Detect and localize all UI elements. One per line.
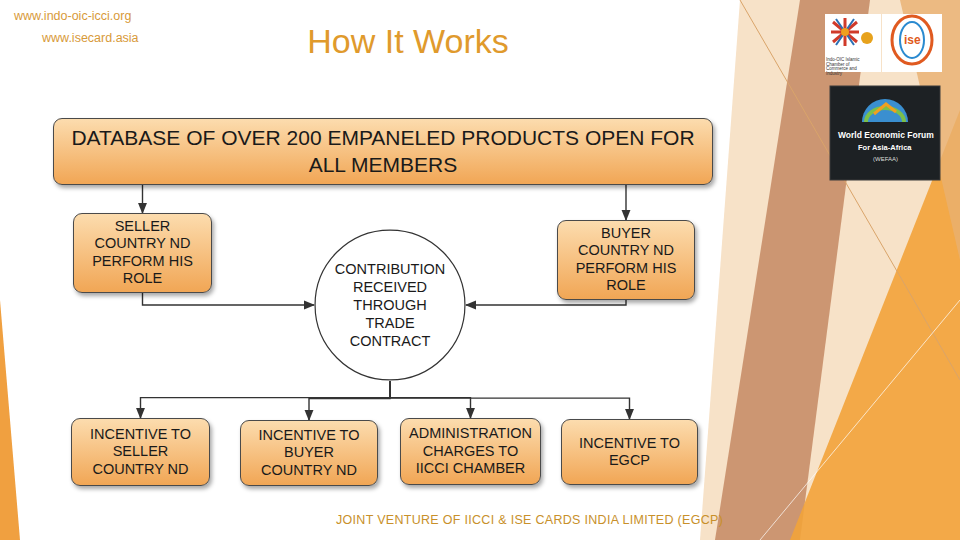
node-text: ADMINISTRATION CHARGES TO IICCI CHAMBER <box>407 425 534 477</box>
incentive-box: INCENTIVE TO BUYER COUNTRY ND <box>240 420 378 486</box>
globe <box>866 108 904 122</box>
ise-logo <box>900 22 924 58</box>
ise-logo <box>892 16 932 64</box>
flow-arrow <box>390 381 630 419</box>
logo-text: ise <box>904 33 921 47</box>
circle-outline <box>315 230 465 380</box>
contract-circle: CONTRIBUTION RECEIVED THROUGH TRADE CONT… <box>314 229 466 381</box>
logo-text: World Economic Forum <box>838 130 934 140</box>
node-text: INCENTIVE TO EGCP <box>568 435 691 470</box>
corner-shape <box>0 300 20 540</box>
flow-arrow <box>141 381 391 418</box>
node-text: DATABASE OF OVER 200 EMPANELED PRODUCTS … <box>68 125 698 178</box>
globe <box>874 104 896 114</box>
logo-text: Indo-OIC Islamic Chamber of Commerce and… <box>826 58 866 76</box>
slide-caption: JOINT VENTURE OF IICCI & ISE CARDS INDIA… <box>336 513 723 527</box>
logo-mark <box>861 32 873 44</box>
flow-arrow <box>390 381 471 418</box>
node-text: CONTRIBUTION RECEIVED THROUGH TRADE CONT… <box>335 260 445 351</box>
chamber-logo <box>831 18 859 46</box>
node-text: INCENTIVE TO BUYER COUNTRY ND <box>247 427 371 479</box>
side-shape <box>700 0 960 540</box>
logo-text: For Asia-Africa <box>858 143 912 152</box>
incentive-box: INCENTIVE TO EGCP <box>561 419 698 485</box>
flow-arrow <box>625 185 626 220</box>
incentive-box: INCENTIVE TO SELLER COUNTRY ND <box>71 418 210 486</box>
logo-frame <box>882 14 942 72</box>
side-line <box>760 300 960 540</box>
globe <box>862 99 908 122</box>
role-box: SELLER COUNTRY ND PERFORM HIS ROLE <box>73 213 212 293</box>
website-url: www.indo-oic-icci.org <box>14 9 131 23</box>
side-line <box>740 0 960 380</box>
node-text: SELLER COUNTRY ND PERFORM HIS ROLE <box>80 218 205 288</box>
wefaa-logo <box>830 86 940 180</box>
node-text: BUYER COUNTRY ND PERFORM HIS ROLE <box>564 225 688 295</box>
flow-arrow <box>142 185 143 213</box>
charges-box: ADMINISTRATION CHARGES TO IICCI CHAMBER <box>400 418 541 485</box>
role-box: BUYER COUNTRY ND PERFORM HIS ROLE <box>557 220 695 300</box>
flow-arrow <box>466 300 626 305</box>
flow-arrow <box>143 293 315 305</box>
logo-text: (WEFAA) <box>873 156 898 162</box>
flow-arrow <box>309 381 390 420</box>
node-text: INCENTIVE TO SELLER COUNTRY ND <box>78 426 203 478</box>
website-url: www.isecard.asia <box>42 31 139 45</box>
database-box: DATABASE OF OVER 200 EMPANELED PRODUCTS … <box>53 118 713 185</box>
